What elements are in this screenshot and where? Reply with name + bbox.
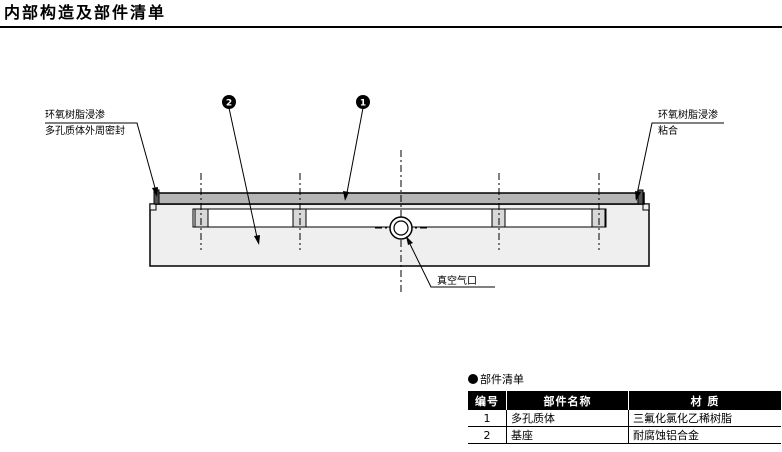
parts-list-heading-text: 部件清单 bbox=[480, 373, 524, 386]
left-seal-label-line1: 环氧树脂浸渗 bbox=[45, 108, 105, 121]
badge-base: 2 bbox=[222, 95, 236, 109]
table-row: 2 基座 耐腐蚀铝合金 bbox=[468, 426, 781, 444]
leader-arrowheads bbox=[152, 187, 641, 245]
parts-table: 编号 部件名称 材 质 1 多孔质体 三氟化氯化乙稀树脂 2 基座 耐腐蚀铝合金 bbox=[468, 391, 781, 444]
badge-circle bbox=[356, 95, 370, 109]
column-header-number: 编号 bbox=[468, 391, 507, 410]
bullet-icon bbox=[468, 374, 478, 384]
part-material: 三氟化氯化乙稀树脂 bbox=[628, 410, 781, 427]
vacuum-port-outer bbox=[389, 216, 413, 240]
column-header-material: 材 质 bbox=[628, 391, 781, 410]
vacuum-port-inner bbox=[393, 220, 409, 236]
vacuum-port-label: 真空气口 bbox=[437, 274, 477, 287]
column-header-name: 部件名称 bbox=[506, 391, 629, 410]
right-bond-label-line2: 粘合 bbox=[658, 124, 678, 137]
parts-list-heading: 部件清单 bbox=[468, 373, 524, 387]
part-material: 耐腐蚀铝合金 bbox=[628, 426, 781, 444]
part-number: 1 bbox=[468, 410, 507, 427]
right-bond-label-line1: 环氧树脂浸渗 bbox=[658, 108, 718, 121]
part-name: 多孔质体 bbox=[506, 410, 629, 427]
badge-circle bbox=[222, 95, 236, 109]
base-right-shoulder bbox=[642, 203, 650, 211]
parts-table-header: 编号 部件名称 材 质 bbox=[468, 391, 781, 410]
part-name: 基座 bbox=[506, 426, 629, 444]
page-title: 内部构造及部件清单 bbox=[4, 3, 167, 22]
badge-number: 2 bbox=[226, 99, 232, 109]
badge-number: 1 bbox=[360, 99, 366, 109]
porous-plate bbox=[154, 192, 645, 205]
left-seal-label-line2: 多孔质体外周密封 bbox=[45, 124, 125, 137]
leader-lines bbox=[45, 107, 724, 288]
table-row: 1 多孔质体 三氟化氯化乙稀树脂 bbox=[468, 410, 781, 427]
base-left-shoulder bbox=[149, 203, 157, 211]
title-underline bbox=[0, 26, 782, 28]
badge-porous-body: 1 bbox=[356, 95, 370, 109]
part-number: 2 bbox=[468, 426, 507, 444]
